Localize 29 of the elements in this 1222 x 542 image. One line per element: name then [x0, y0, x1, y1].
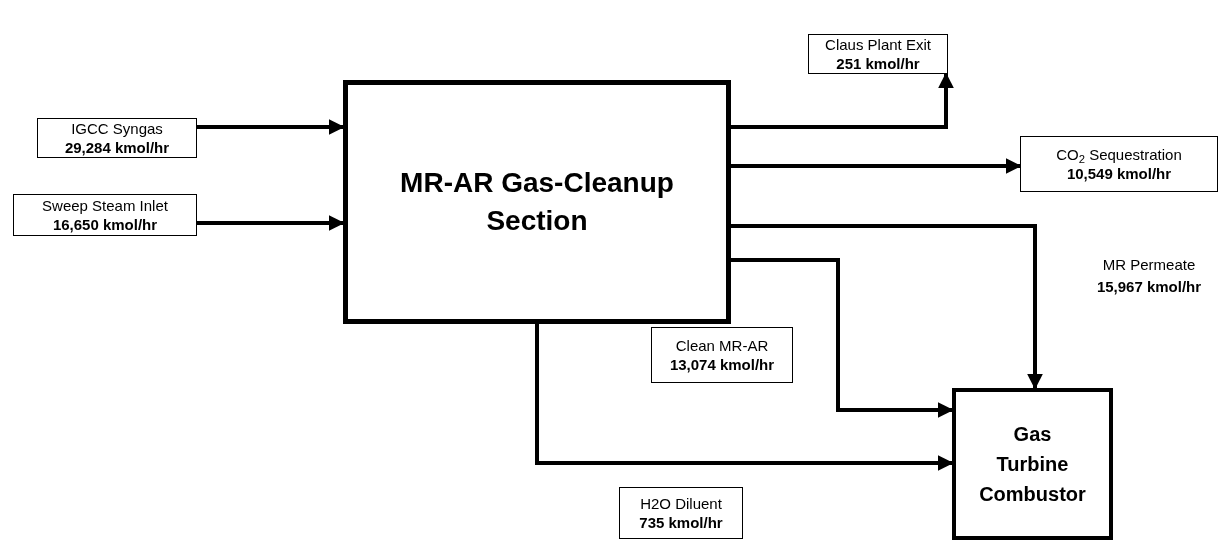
stream-name: Clean MR-AR — [675, 336, 769, 355]
flow-arrow — [731, 72, 954, 129]
flow-arrow — [535, 324, 954, 471]
stream-label-box — [619, 487, 743, 539]
flow-rate: 13,074 kmol/hr — [669, 355, 775, 374]
stream-label-box — [1020, 136, 1218, 192]
flow-rate: 29,284 kmol/hr — [64, 138, 170, 157]
flow-arrow — [731, 224, 1043, 390]
flow-rate: 251 kmol/hr — [836, 54, 920, 73]
stream-label-box — [651, 327, 793, 383]
stream-name: IGCC Syngas — [71, 119, 163, 138]
stream-name: MR-AR Gas-Cleanup Section — [399, 166, 675, 238]
flow-arrow — [197, 119, 345, 135]
process-box — [343, 80, 731, 324]
flow-rate: 10,549 kmol/hr — [1066, 164, 1172, 183]
stream-label-box — [13, 194, 197, 236]
stream-name: Gas Turbine Combustor — [979, 422, 1086, 507]
flow-arrow — [197, 215, 345, 231]
process-box — [952, 388, 1113, 540]
stream-name: Sweep Steam Inlet — [42, 196, 168, 215]
stream-label-box — [37, 118, 197, 158]
flow-rate: 16,650 kmol/hr — [52, 215, 158, 234]
flow-arrow — [731, 158, 1022, 174]
stream-name: H2O Diluent — [640, 494, 722, 513]
flow-arrow — [731, 258, 954, 418]
stream-name: Claus Plant Exit — [825, 35, 931, 54]
flow-rate: 735 kmol/hr — [639, 513, 723, 532]
stream-name: CO$_{2}$ Sequestration — [1056, 145, 1182, 164]
stream-label-box — [808, 34, 948, 74]
